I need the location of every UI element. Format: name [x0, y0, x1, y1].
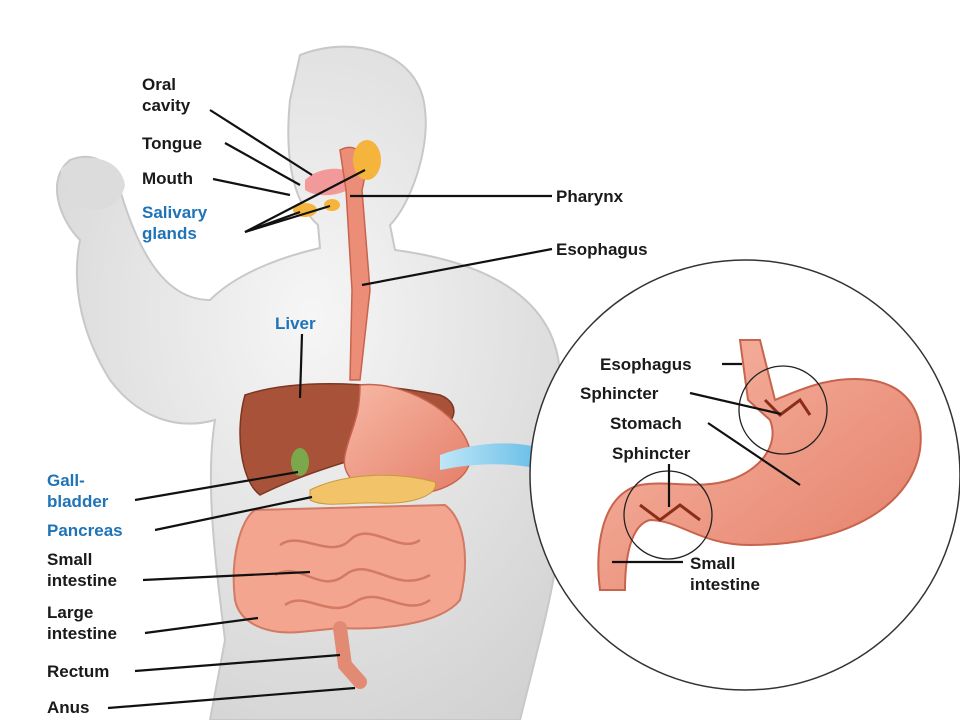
inset-label-sphincter-top: Sphincter [580, 383, 658, 404]
inset-label-stomach: Stomach [610, 413, 682, 434]
inset-label-sphincter-bottom: Sphincter [612, 443, 690, 464]
label-liver: Liver [275, 313, 316, 334]
stomach-inset [530, 260, 960, 690]
label-pancreas: Pancreas [47, 520, 123, 541]
label-esophagus: Esophagus [556, 239, 648, 260]
inset-label-esophagus: Esophagus [600, 354, 692, 375]
label-gallbladder: Gall-bladder [47, 470, 108, 512]
label-pharynx: Pharynx [556, 186, 623, 207]
label-tongue: Tongue [142, 133, 202, 154]
label-rectum: Rectum [47, 661, 109, 682]
label-mouth: Mouth [142, 168, 193, 189]
label-anus: Anus [47, 697, 90, 718]
